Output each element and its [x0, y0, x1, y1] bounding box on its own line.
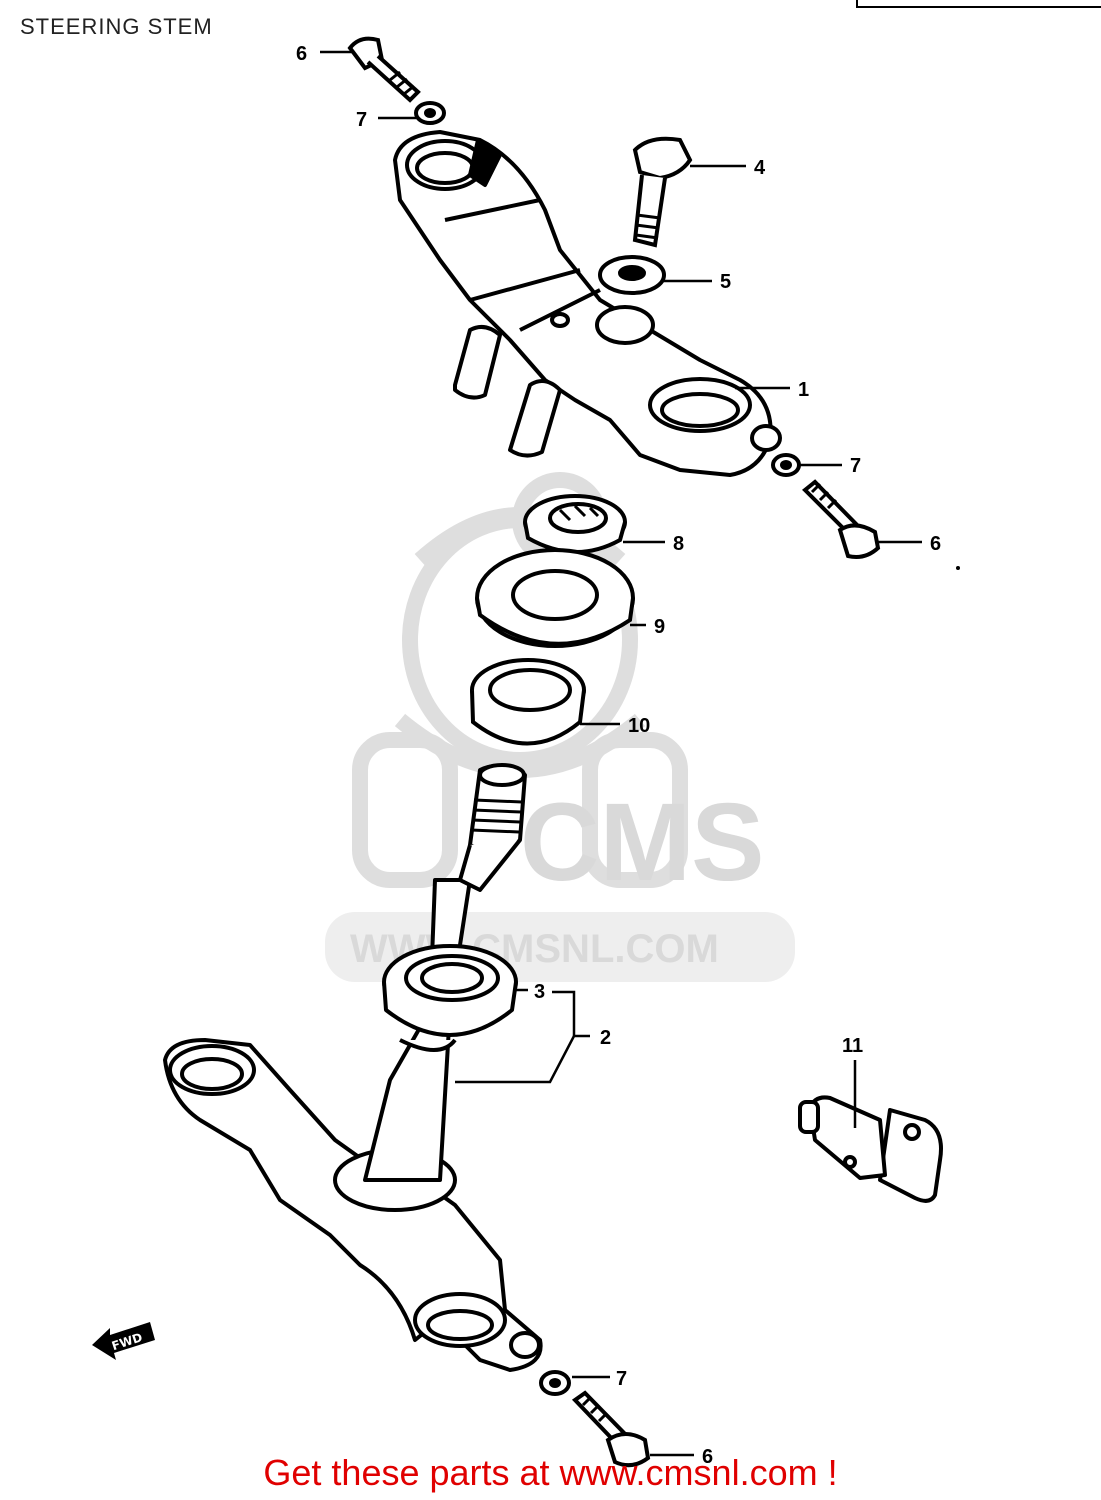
bottom-lock-washer-part	[539, 1370, 571, 1396]
watermark-logo-text: CMS	[520, 781, 764, 904]
callout-5: 5	[720, 271, 731, 293]
right-clamp-bolt-part	[802, 479, 881, 559]
upper-bearing-part	[470, 658, 586, 746]
callout-3: 3	[534, 981, 545, 1003]
callout-1: 1	[798, 379, 809, 401]
callout-labels: 6 7 4 5 1 7 6 8 9 10 3 2 11 7 6	[296, 43, 941, 1468]
steering-lock-part	[798, 1095, 943, 1203]
callout-8: 8	[673, 533, 684, 555]
callout-2: 2	[600, 1027, 611, 1049]
stray-dot	[956, 566, 960, 570]
forward-arrow-icon: FWD	[92, 1322, 155, 1360]
callout-9: 9	[654, 616, 665, 638]
stem-nut-part	[523, 494, 627, 554]
dust-seal-part	[475, 548, 635, 648]
callout-11: 11	[842, 1035, 863, 1057]
callout-6-right: 6	[930, 533, 941, 555]
upper-bracket-part	[393, 130, 782, 477]
washer-part	[598, 255, 666, 295]
bottom-clamp-bolt-part	[571, 1390, 651, 1468]
callout-4: 4	[754, 157, 766, 179]
cta-link[interactable]: Get these parts at www.cmsnl.com !	[263, 1452, 838, 1493]
callout-10: 10	[628, 715, 650, 737]
page-title: STEERING STEM	[20, 14, 213, 39]
right-lock-washer-part	[771, 453, 801, 477]
callout-6-top: 6	[296, 43, 307, 65]
callout-6-bottom: 6	[702, 1446, 713, 1468]
corner-frame-decoration	[856, 0, 1101, 8]
callout-7-top: 7	[356, 109, 367, 131]
top-lock-washer-part	[414, 101, 446, 125]
top-clamp-bolt-part	[347, 36, 421, 103]
stem-head-bolt-part	[632, 136, 693, 248]
callout-7-right: 7	[850, 455, 861, 477]
callout-7-bottom: 7	[616, 1368, 627, 1390]
steering-stem-part	[163, 763, 543, 1372]
leader-lines	[320, 50, 922, 1457]
